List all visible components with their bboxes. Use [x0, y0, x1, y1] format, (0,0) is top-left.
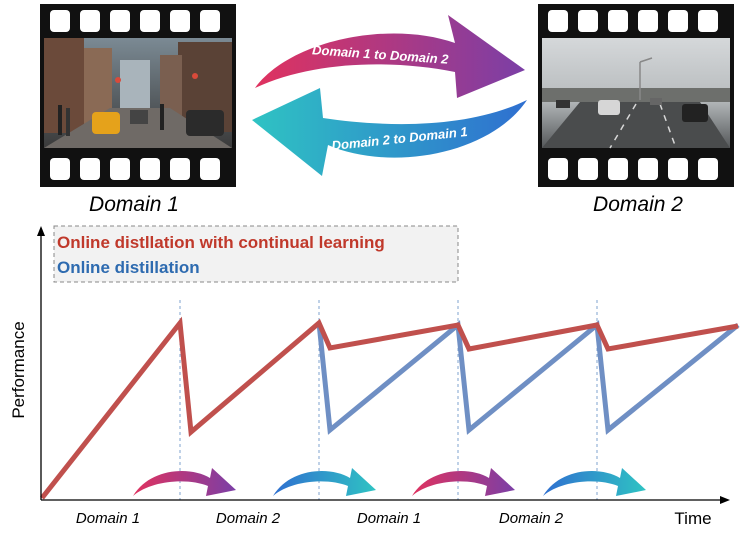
online-distillation-curve — [316, 320, 740, 435]
performance-chart: Online distllation with continual learni… — [9, 225, 740, 528]
curved-arrow-icon — [412, 468, 515, 496]
film-strip-icon — [50, 10, 220, 180]
legend-continual-label: Online distllation with continual learni… — [57, 233, 385, 252]
segment-label: Domain 1 — [76, 510, 140, 527]
segment-label: Domain 2 — [216, 510, 281, 527]
curved-arrow-icon — [543, 468, 646, 496]
film-strip-icon — [548, 10, 718, 180]
domain-boundaries — [179, 300, 598, 500]
segment-label: Domain 1 — [357, 510, 421, 527]
film-frame-domain2 — [538, 4, 734, 187]
x-axis-label: Time — [674, 509, 711, 528]
arrow-domain1-to-domain2: Domain 1 to Domain 2 — [255, 15, 525, 98]
curved-arrow-icon — [273, 468, 376, 496]
highway-photo — [542, 38, 730, 149]
domain1-caption: Domain 1 — [89, 193, 179, 216]
curved-arrow-icon — [133, 468, 236, 496]
legend-box — [53, 225, 459, 283]
arrow-domain2-to-domain1: Domain 2 to Domain 1 — [252, 88, 527, 176]
segment-label: Domain 2 — [499, 510, 564, 527]
domain2-caption: Domain 2 — [593, 193, 683, 216]
film-frame-domain1 — [40, 4, 236, 187]
continual-learning-curve — [40, 316, 739, 500]
chart-axes — [37, 226, 730, 504]
legend-online-label: Online distillation — [57, 258, 200, 277]
y-axis-label: Performance — [9, 321, 28, 418]
city-street-photo — [44, 38, 232, 148]
